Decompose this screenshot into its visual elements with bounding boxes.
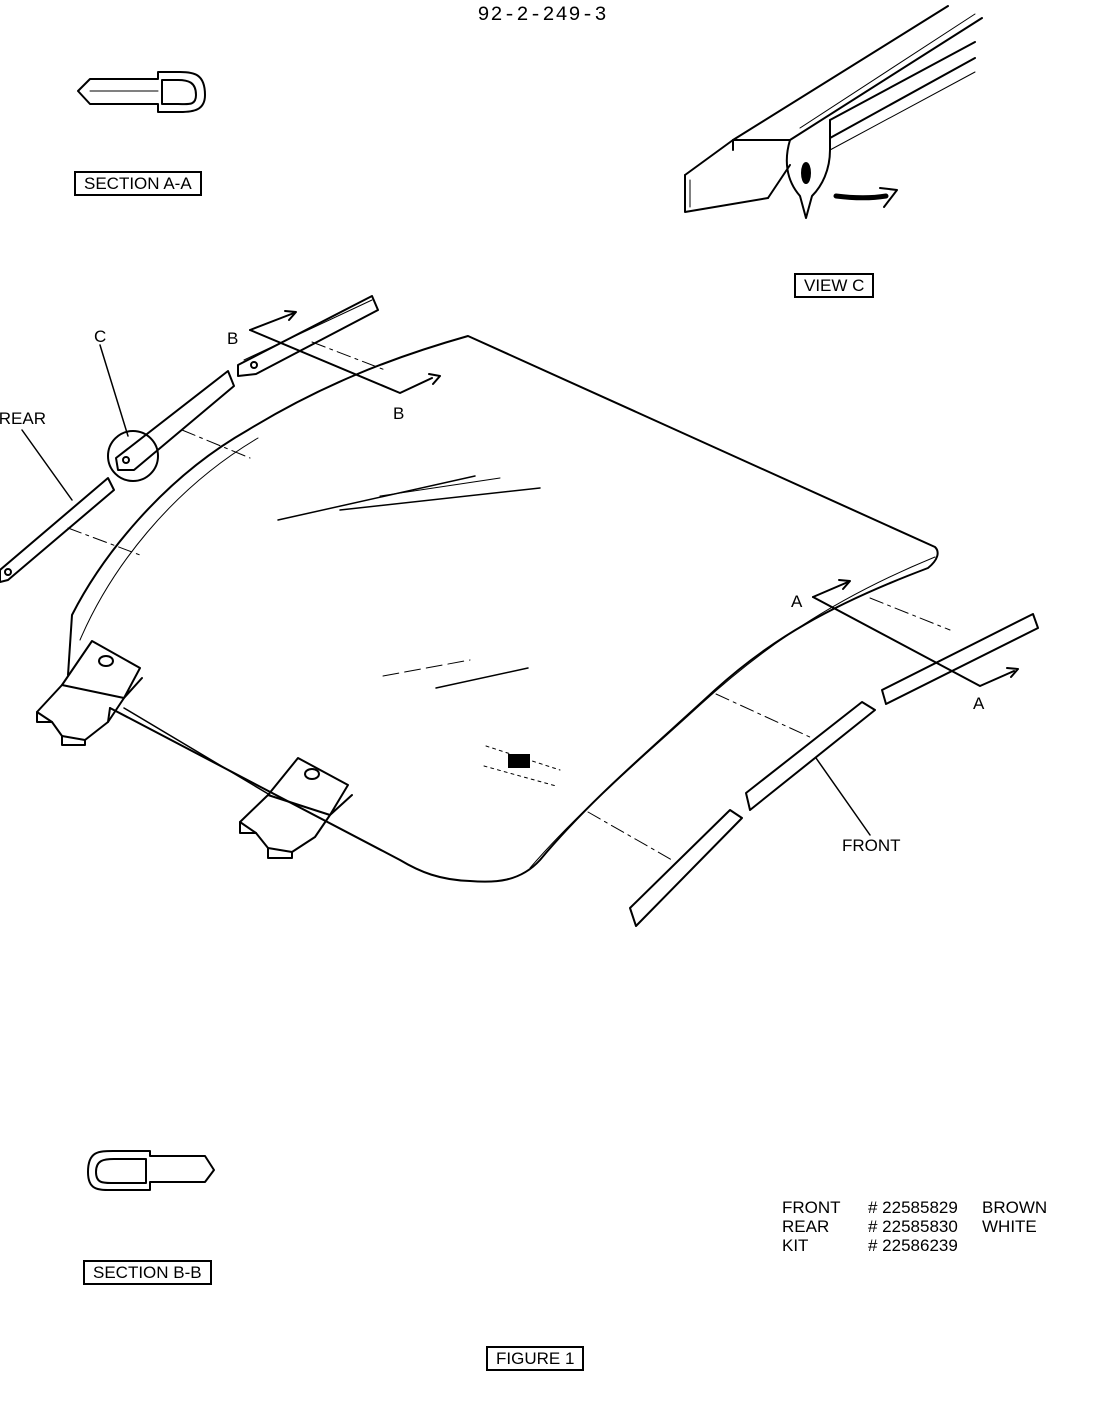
callout-front: FRONT xyxy=(842,836,901,855)
rear-strip-upper xyxy=(237,295,379,377)
callout-b-bottom: B xyxy=(393,404,405,423)
figure-label: FIGURE 1 xyxy=(486,1346,585,1371)
front-strip-bottom xyxy=(629,809,743,927)
parts-row: FRONT # 22585829 BROWN xyxy=(782,1198,1072,1217)
leader-c xyxy=(99,344,129,437)
front-strip-top xyxy=(881,613,1039,705)
callout-rear: REAR xyxy=(0,410,46,428)
part-number: # 22586239 xyxy=(868,1236,958,1255)
part-name: REAR xyxy=(782,1217,830,1236)
parts-row: REAR # 22585830 WHITE xyxy=(782,1217,1072,1236)
glass-panel xyxy=(67,335,939,883)
bracket-left xyxy=(36,640,143,746)
section-bb-profile xyxy=(87,1150,215,1192)
part-color: WHITE xyxy=(982,1217,1037,1236)
section-cut-bb xyxy=(249,310,441,394)
part-name: FRONT xyxy=(782,1198,841,1217)
callout-b-top: B xyxy=(227,329,239,348)
section-cut-aa xyxy=(812,579,1019,687)
part-name: KIT xyxy=(782,1236,809,1255)
front-strip-middle xyxy=(745,701,876,811)
leader-rear xyxy=(21,429,73,501)
rear-strip-middle xyxy=(115,370,235,471)
part-number: # 22585829 xyxy=(868,1198,958,1217)
section-aa-label: SECTION A-A xyxy=(74,171,202,196)
alignment-lines xyxy=(67,341,951,861)
view-c-label: VIEW C xyxy=(794,273,875,298)
parts-table: FRONT # 22585829 BROWN REAR # 22585830 W… xyxy=(782,1198,1072,1255)
callout-c: C xyxy=(94,327,107,346)
parts-row: KIT # 22586239 xyxy=(782,1236,1072,1255)
callout-a-top: A xyxy=(791,592,803,611)
section-bb-label: SECTION B-B xyxy=(83,1260,212,1285)
part-color xyxy=(982,1236,1072,1255)
part-number: # 22585830 xyxy=(868,1217,958,1236)
document-number: 92-2-249-3 xyxy=(477,4,608,27)
callout-a-bottom: A xyxy=(973,694,985,713)
section-aa-profile xyxy=(77,71,206,113)
detail-c-circle xyxy=(107,430,159,482)
rear-strip-lower xyxy=(0,477,115,583)
view-c-detail xyxy=(684,5,983,219)
part-color: BROWN xyxy=(982,1198,1048,1217)
bracket-middle xyxy=(239,757,353,859)
leader-front xyxy=(815,757,871,836)
